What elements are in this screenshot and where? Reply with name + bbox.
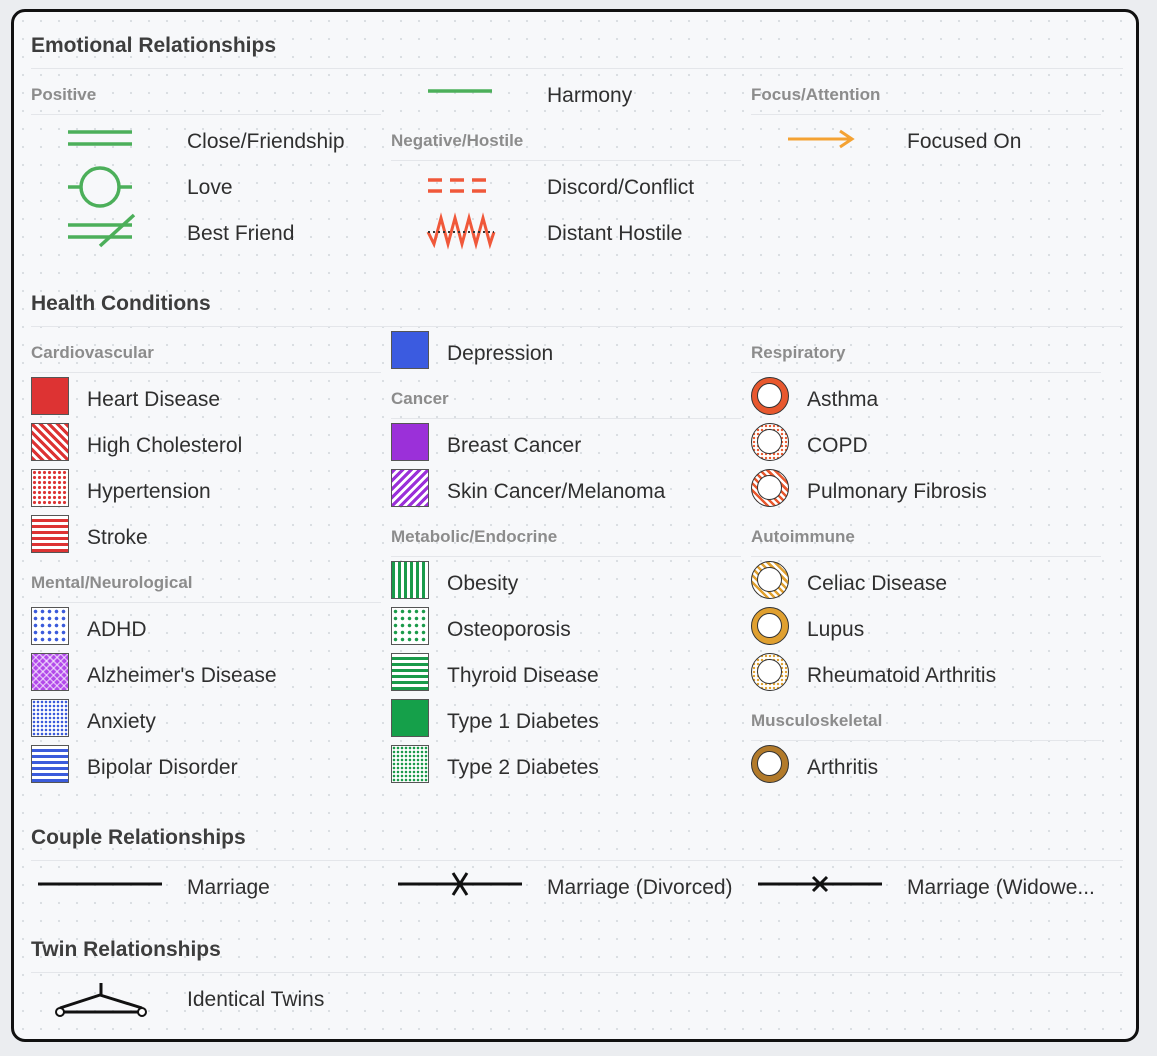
anxiety-swatch bbox=[31, 699, 69, 737]
category-divider bbox=[751, 740, 1101, 741]
legend-label: Osteoporosis bbox=[447, 618, 571, 641]
rheumatoid-ring bbox=[751, 653, 789, 691]
legend-label: Depression bbox=[447, 342, 554, 365]
lupus-ring bbox=[751, 607, 789, 645]
celiac-ring bbox=[751, 561, 789, 599]
pulmonary-fibrosis-ring bbox=[751, 469, 789, 507]
section-title-couple: Couple Relationships bbox=[31, 826, 246, 849]
section-divider bbox=[31, 326, 1123, 327]
legend-label: Rheumatoid Arthritis bbox=[807, 664, 997, 687]
hypertension-swatch bbox=[31, 469, 69, 507]
asthma-ring bbox=[751, 377, 789, 415]
depression-swatch bbox=[391, 331, 429, 369]
legend-label: Type 1 Diabetes bbox=[447, 710, 599, 733]
legend-label: High Cholesterol bbox=[87, 434, 243, 457]
legend-label: Heart Disease bbox=[87, 388, 221, 411]
identical-twins-icon bbox=[55, 983, 147, 1017]
copd-ring bbox=[751, 423, 789, 461]
alzheimers-swatch bbox=[31, 653, 69, 691]
legend-label: Asthma bbox=[807, 388, 879, 411]
category-respiratory: Respiratory bbox=[751, 343, 846, 362]
type1-diabetes-swatch bbox=[391, 699, 429, 737]
category-cardiovascular: Cardiovascular bbox=[31, 343, 154, 362]
legend-label: Thyroid Disease bbox=[447, 664, 599, 687]
thyroid-swatch bbox=[391, 653, 429, 691]
legend-label: Arthritis bbox=[807, 756, 879, 779]
arthritis-ring bbox=[751, 745, 789, 783]
legend-label: Focused On bbox=[907, 130, 1022, 153]
legend-label: Hypertension bbox=[87, 480, 211, 503]
category-divider bbox=[751, 556, 1101, 557]
category-positive: Positive bbox=[31, 85, 97, 104]
marriage-line-icon bbox=[38, 882, 162, 886]
legend-label: Skin Cancer/Melanoma bbox=[447, 480, 666, 503]
divorced-line-icon bbox=[398, 872, 522, 896]
category-negative: Negative/Hostile bbox=[391, 131, 524, 150]
legend-label: Marriage (Divorced) bbox=[547, 876, 733, 899]
legend-label: Harmony bbox=[547, 84, 633, 107]
legend-panel bbox=[11, 9, 1139, 1042]
legend-label: Marriage (Widowe... bbox=[907, 876, 1095, 899]
best-friend-icon bbox=[68, 213, 136, 248]
legend-label: Anxiety bbox=[87, 710, 156, 733]
category-divider bbox=[391, 556, 741, 557]
section-divider bbox=[31, 972, 1123, 973]
category-divider bbox=[391, 418, 741, 419]
legend-label: Stroke bbox=[87, 526, 148, 549]
category-cancer: Cancer bbox=[391, 389, 449, 408]
category-divider bbox=[751, 372, 1101, 373]
legend-label: COPD bbox=[807, 434, 868, 457]
legend-label: Identical Twins bbox=[187, 988, 325, 1011]
category-focus: Focus/Attention bbox=[751, 85, 881, 104]
category-divider bbox=[391, 160, 741, 161]
arrow-icon bbox=[788, 129, 855, 149]
section-title-emotional: Emotional Relationships bbox=[31, 34, 277, 57]
love-circle-icon bbox=[68, 166, 132, 208]
legend-label: Distant Hostile bbox=[547, 222, 683, 245]
category-divider bbox=[31, 602, 381, 603]
legend-label: Alzheimer's Disease bbox=[87, 664, 277, 687]
stroke-swatch bbox=[31, 515, 69, 553]
category-metabolic: Metabolic/Endocrine bbox=[391, 527, 558, 546]
obesity-swatch bbox=[391, 561, 429, 599]
category-mental: Mental/Neurological bbox=[31, 573, 193, 592]
zigzag-icon bbox=[426, 212, 496, 250]
legend-label: ADHD bbox=[87, 618, 147, 641]
widowed-line-icon bbox=[758, 875, 882, 893]
legend-label: Marriage bbox=[187, 876, 270, 899]
bipolar-swatch bbox=[31, 745, 69, 783]
single-line-icon bbox=[428, 89, 492, 93]
category-musculoskeletal: Musculoskeletal bbox=[751, 711, 883, 730]
category-divider bbox=[751, 114, 1101, 115]
legend-label: Best Friend bbox=[187, 222, 295, 245]
osteoporosis-swatch bbox=[391, 607, 429, 645]
high-cholesterol-swatch bbox=[31, 423, 69, 461]
section-divider bbox=[31, 860, 1123, 861]
section-divider bbox=[31, 68, 1123, 69]
legend-label: Bipolar Disorder bbox=[87, 756, 238, 779]
skin-cancer-swatch bbox=[391, 469, 429, 507]
legend-label: Close/Friendship bbox=[187, 130, 345, 153]
legend-label: Type 2 Diabetes bbox=[447, 756, 599, 779]
section-title-twin: Twin Relationships bbox=[31, 938, 221, 961]
legend-label: Discord/Conflict bbox=[547, 176, 695, 199]
legend-label: Obesity bbox=[447, 572, 519, 595]
breast-cancer-swatch bbox=[391, 423, 429, 461]
section-title-health: Health Conditions bbox=[31, 292, 211, 315]
type2-diabetes-swatch bbox=[391, 745, 429, 783]
legend-label: Celiac Disease bbox=[807, 572, 948, 595]
dashed-line-icon bbox=[428, 178, 492, 193]
legend-label: Breast Cancer bbox=[447, 434, 582, 457]
double-line-icon bbox=[68, 130, 132, 146]
legend-label: Lupus bbox=[807, 618, 865, 641]
legend-label: Love bbox=[187, 176, 233, 199]
adhd-swatch bbox=[31, 607, 69, 645]
category-divider bbox=[31, 114, 381, 115]
heart-disease-swatch bbox=[31, 377, 69, 415]
category-divider bbox=[31, 372, 381, 373]
category-autoimmune: Autoimmune bbox=[751, 527, 855, 546]
legend-label: Pulmonary Fibrosis bbox=[807, 480, 987, 503]
